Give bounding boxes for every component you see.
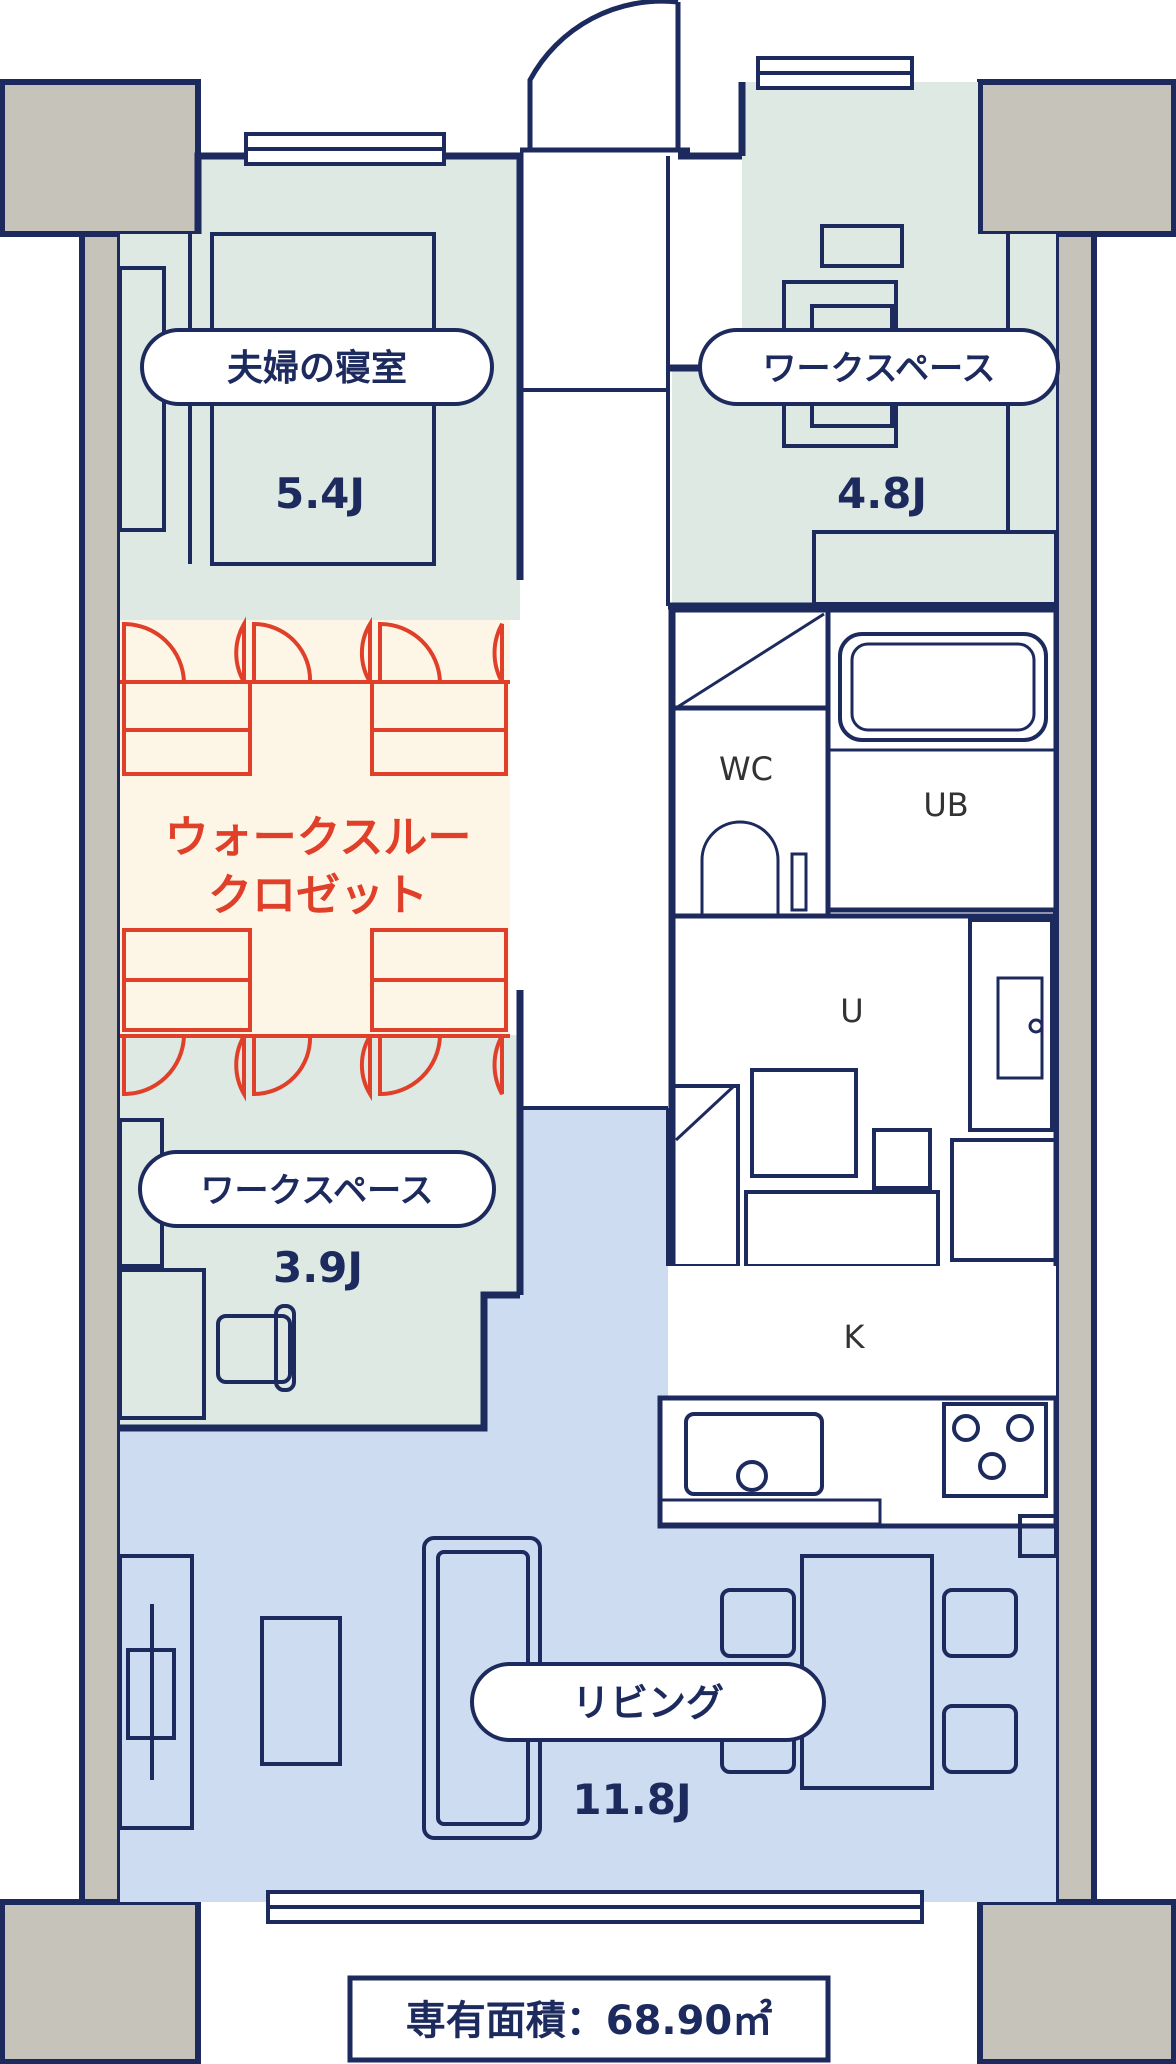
living-name: リビング [572,1681,724,1725]
wc-label: WC [719,750,773,788]
workspace-left-area [120,1035,520,1428]
pillar-top-right [977,79,1176,237]
u-label: U [840,992,863,1030]
utility-room [669,913,1059,1273]
left-desk [118,1268,206,1420]
kitchen-floor [668,1266,1056,1404]
utility-sink [968,918,1054,1132]
outer-wall-right [1053,231,1097,1905]
workspace-left-size: 3.9J [273,1243,363,1292]
toilet [700,820,780,920]
tv-board [118,1554,194,1830]
workspace-left-name: ワークスペース [201,1171,434,1211]
left-chair [216,1314,292,1384]
coffee-table [260,1616,342,1766]
pillar-bottom-right [977,1899,1176,2064]
top-shelf [820,224,904,268]
entrance-door [520,0,690,153]
toilet-tank [790,852,808,912]
living-size: 11.8J [572,1775,691,1824]
workspace-left-label-pill [138,1150,496,1228]
washer [750,1068,858,1178]
dining-chair-3 [942,1588,1018,1658]
room-labels: 夫婦の寝室 5.4J ワークスペース 4.8J ウォークスルー クロゼット ワー… [138,328,1060,1824]
bedroom-size: 5.4J [275,469,365,518]
wet-area [669,607,1059,1273]
k-label: K [844,1318,866,1356]
stove [942,1402,1048,1498]
dining-chair-4 [942,1704,1018,1774]
wic-label-line2: クロゼット [208,870,428,921]
ub-label: UB [923,786,968,824]
kitchen [657,1266,1059,1558]
workspace-top-size: 4.8J [837,469,927,518]
kitchen-counter [657,1395,1059,1529]
entry-hall [520,156,668,1108]
dining-chair-1 [720,1588,796,1658]
walls [120,82,1056,1432]
workspace-left-furniture [118,1118,296,1420]
pillar-bottom-left [0,1899,201,2064]
workspace-top-label-pill [698,328,1060,406]
living-label-pill [470,1662,826,1742]
pillars [0,79,1176,2064]
ub-room [825,607,1059,913]
kitchen-sink [684,1412,824,1496]
area-box-frame [347,1975,831,2063]
pillar-top-left [0,79,201,237]
fixture-labels: WC UB U K [719,750,969,1356]
wic-label-line1: ウォークスルー [165,812,472,863]
bedroom-name: 夫婦の寝室 [227,347,407,389]
fridge [950,1138,1058,1262]
bedroom-label-pill [140,328,494,406]
wic-furniture [120,616,510,1102]
bathtub [838,632,1048,742]
area-text: 専有面積：68.90㎡ [406,1998,773,2044]
area-box: 専有面積：68.90㎡ [347,1975,831,2063]
workspace-top-name: ワークスペース [763,349,996,389]
outer-wall-left [79,231,123,1905]
